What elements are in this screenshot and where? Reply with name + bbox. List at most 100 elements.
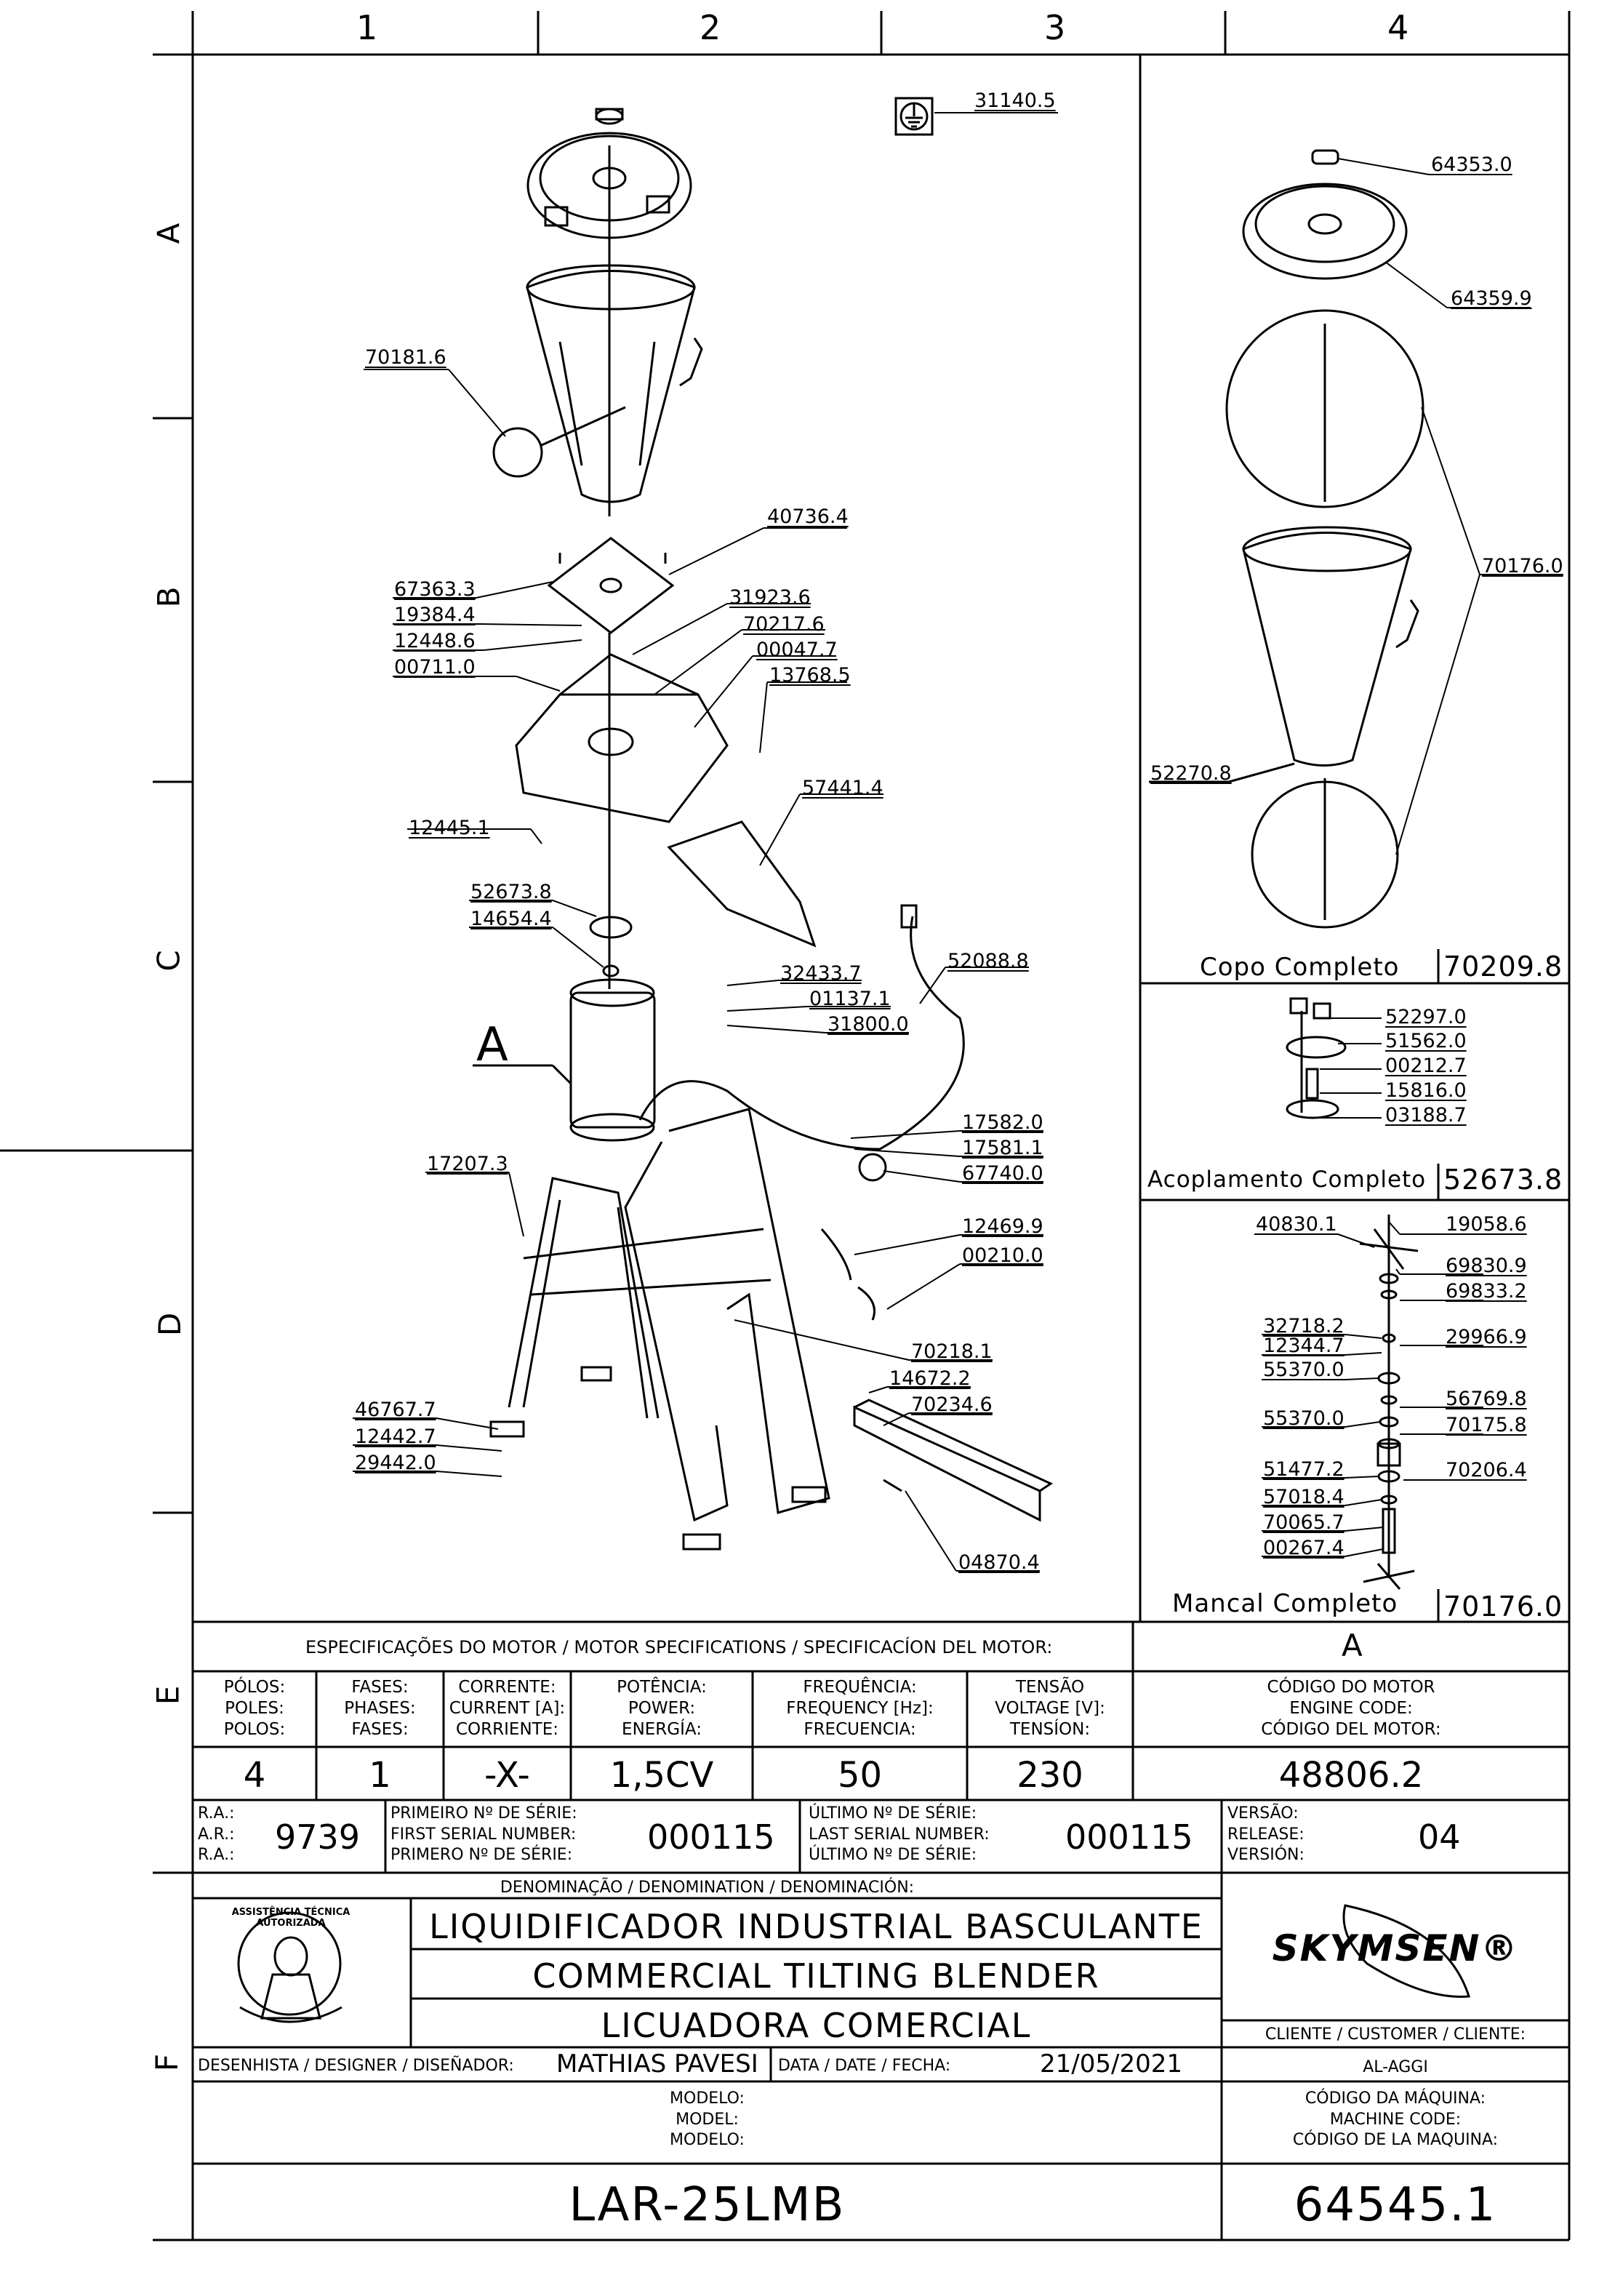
detail-marker-a: A — [476, 1018, 508, 1072]
designer-label: DESENHISTA / DESIGNER / DISEÑADOR: — [198, 2057, 514, 2075]
part-label: 57441.4 — [802, 777, 883, 799]
authorized-service-stamp — [237, 1911, 342, 2023]
copo-detail — [1149, 149, 1424, 929]
grid-col-2: 2 — [700, 8, 721, 47]
part-label: 17581.1 — [962, 1137, 1043, 1159]
part-label: 12448.6 — [394, 630, 476, 652]
part-label: 70176.0 — [1482, 555, 1563, 577]
date-value: 21/05/2021 — [1040, 2049, 1182, 2079]
part-label: 15816.0 — [1385, 1079, 1467, 1102]
part-label: 40736.4 — [767, 505, 849, 528]
customer-label: CLIENTE / CUSTOMER / CLIENTE: — [1265, 2025, 1526, 2044]
model-value: LAR-25LMB — [569, 2178, 846, 2232]
part-label: 70217.6 — [743, 613, 825, 636]
grid-row-b: B — [151, 586, 187, 608]
part-label: 64353.0 — [1431, 153, 1512, 176]
part-label: 70065.7 — [1263, 1511, 1345, 1534]
part-label: 55370.0 — [1263, 1359, 1345, 1381]
part-label: 00047.7 — [756, 639, 838, 661]
machine-code-label: CÓDIGO DA MÁQUINA: MACHINE CODE: CÓDIGO … — [1292, 2089, 1499, 2150]
part-label: 67363.3 — [394, 578, 476, 601]
part-label: 56769.8 — [1446, 1388, 1527, 1410]
part-label: 04870.4 — [958, 1551, 1040, 1574]
part-label: 32433.7 — [780, 962, 862, 985]
spec-header-frequency: FREQUÊNCIA: FREQUENCY [Hz]: FRECUENCIA: — [786, 1678, 934, 1739]
main-leaders — [353, 112, 1058, 1572]
spec-value-frequency: 50 — [837, 1755, 883, 1796]
grid-row-d: D — [152, 1312, 188, 1337]
ra-value: 9739 — [275, 1817, 361, 1857]
date-label: DATA / DATE / FECHA: — [778, 2057, 951, 2075]
part-label: 70218.1 — [911, 1340, 993, 1363]
denomination-label: DENOMINAÇÃO / DENOMINATION / DENOMINACIÓ… — [500, 1879, 915, 1897]
part-label: 64359.9 — [1451, 287, 1532, 310]
main-exploded-view — [473, 97, 1054, 1551]
spec-header-current: CORRENTE: CURRENT [A]: CORRIENTE: — [449, 1678, 566, 1739]
brand-logo-text: SKYMSEN® — [1272, 1927, 1519, 1969]
spec-value-current: -X- — [484, 1755, 530, 1796]
copo-caption: Copo Completo — [1200, 953, 1400, 982]
version-label: VERSÃO: RELEASE: VERSIÓN: — [1227, 1804, 1305, 1865]
part-label: 14654.4 — [470, 908, 552, 930]
part-label: 51562.0 — [1385, 1030, 1467, 1052]
last-serial-value: 000115 — [1065, 1817, 1193, 1857]
denomination-es: LICUADORA COMERCIAL — [601, 2006, 1032, 2045]
acoplamento-code: 52673.8 — [1443, 1164, 1563, 1196]
part-label: 69833.2 — [1446, 1280, 1527, 1303]
denomination-pt: LIQUIDIFICADOR INDUSTRIAL BASCULANTE — [429, 1907, 1203, 1946]
part-label: 14672.2 — [889, 1367, 971, 1390]
spec-value-power: 1,5CV — [609, 1755, 714, 1796]
ra-label: R.A.: A.R.: R.A.: — [198, 1804, 235, 1865]
grid-row-f: F — [149, 2053, 185, 2072]
motor-spec-title: ESPECIFICAÇÕES DO MOTOR / MOTOR SPECIFIC… — [305, 1637, 1053, 1657]
part-label: 70175.8 — [1446, 1414, 1527, 1436]
grid-col-1: 1 — [356, 8, 378, 47]
spec-value-poles: 4 — [243, 1755, 266, 1796]
spec-header-poles: PÓLOS: POLES: POLOS: — [223, 1678, 286, 1739]
part-label: 57018.4 — [1263, 1486, 1345, 1508]
spec-value-engine-code: 48806.2 — [1278, 1755, 1424, 1796]
machine-code-value: 64545.1 — [1294, 2178, 1497, 2232]
copo-code: 70209.8 — [1443, 951, 1563, 983]
spec-value-phases: 1 — [369, 1755, 391, 1796]
part-label: 31800.0 — [827, 1013, 909, 1036]
spec-header-voltage: TENSÃO VOLTAGE [V]: TENSÍON: — [995, 1678, 1105, 1739]
customer-value: AL-AGGI — [1363, 2058, 1428, 2076]
part-label: 67740.0 — [962, 1162, 1043, 1185]
part-label: 29442.0 — [355, 1452, 436, 1474]
part-label: 31923.6 — [729, 586, 811, 609]
part-label: 19384.4 — [394, 604, 476, 626]
part-label: 12445.1 — [409, 817, 490, 839]
part-label: 29966.9 — [1446, 1326, 1527, 1348]
grid-row-e: E — [150, 1685, 186, 1705]
part-label: 00711.0 — [394, 656, 476, 679]
part-label: 70181.6 — [365, 346, 446, 369]
part-label: 31140.5 — [974, 89, 1056, 112]
part-label: 70234.6 — [911, 1393, 993, 1416]
part-label: 69830.9 — [1446, 1255, 1527, 1277]
denomination-en: COMMERCIAL TILTING BLENDER — [532, 1956, 1100, 1996]
grid-row-a: A — [151, 223, 187, 244]
last-serial-label: ÚLTIMO Nº DE SÉRIE: LAST SERIAL NUMBER: … — [809, 1804, 990, 1865]
acoplamento-caption: Acoplamento Completo — [1147, 1167, 1427, 1193]
part-label: 00212.7 — [1385, 1055, 1467, 1077]
part-label: 32718.2 — [1263, 1315, 1345, 1337]
part-label: 52297.0 — [1385, 1006, 1467, 1028]
part-label: 52088.8 — [947, 950, 1029, 972]
grid-col-3: 3 — [1044, 8, 1066, 47]
part-label: 55370.0 — [1263, 1407, 1345, 1430]
part-label: 70206.4 — [1446, 1459, 1527, 1481]
part-label: 00267.4 — [1263, 1537, 1345, 1559]
part-label: 51477.2 — [1263, 1458, 1345, 1481]
part-label: 13768.5 — [769, 664, 851, 687]
first-serial-value: 000115 — [647, 1817, 775, 1857]
first-serial-label: PRIMEIRO Nº DE SÉRIE: FIRST SERIAL NUMBE… — [390, 1804, 577, 1865]
part-label: 40830.1 — [1256, 1213, 1337, 1236]
part-label: 17207.3 — [427, 1153, 508, 1175]
model-label: MODELO: MODEL: MODELO: — [670, 2089, 745, 2150]
part-label: 12469.9 — [962, 1215, 1043, 1238]
part-label: 03188.7 — [1385, 1104, 1467, 1127]
version-value: 04 — [1418, 1817, 1461, 1857]
mancal-code: 70176.0 — [1443, 1591, 1563, 1623]
